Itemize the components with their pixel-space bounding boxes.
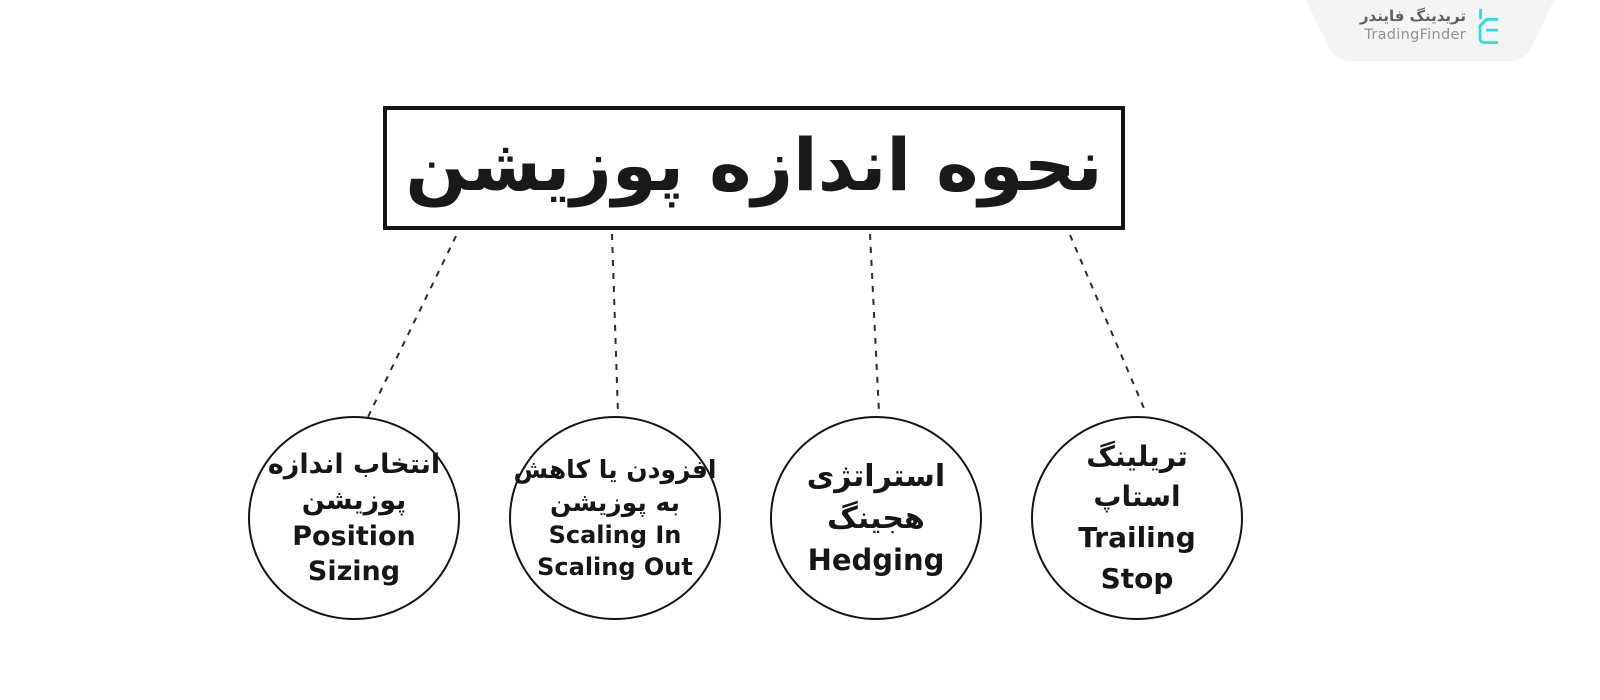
connector-position-sizing [366, 235, 457, 420]
node-label-fa: پوزیشن [301, 485, 407, 516]
tradingfinder-logo: تریدینگ فایندر TradingFinder [1318, 7, 1466, 45]
node-label-fa: استراتژی [806, 459, 946, 494]
node-label-fa: انتخاب اندازه [267, 449, 441, 480]
node-trailing-stop: تریلینگ استاپ Trailing Stop [1031, 416, 1243, 620]
connector-scaling [611, 233, 619, 415]
brand-name-farsi: تریدینگ فایندر [1359, 7, 1466, 25]
node-label-en: Sizing [307, 556, 401, 587]
node-label-en: Scaling In [548, 521, 682, 549]
node-label-en: Trailing [1078, 521, 1196, 554]
brand-badge-shape [1305, 0, 1555, 61]
brand-name-english: TradingFinder [1364, 27, 1466, 43]
node-label-en: Hedging [807, 543, 945, 577]
node-label-fa: تریلینگ [1086, 440, 1188, 473]
page-title: نحوه اندازه پوزیشن [405, 123, 1103, 207]
node-label-en: Position [292, 521, 416, 552]
connector-hedging [869, 233, 880, 413]
node-label-en: Scaling Out [537, 553, 693, 581]
node-label-fa: به پوزیشن [549, 488, 681, 517]
node-label-fa: هجینگ [827, 501, 925, 536]
tradingfinder-logo-icon [1478, 8, 1499, 44]
node-label-en: Stop [1100, 562, 1174, 595]
node-hedging: استراتژی هجینگ Hedging [770, 416, 982, 620]
node-scaling-in-out: افزودن یا کاهش به پوزیشن Scaling In Scal… [509, 416, 721, 620]
title-box: نحوه اندازه پوزیشن [383, 106, 1125, 230]
connector-trailing-stop [1069, 234, 1147, 414]
node-label-fa: افزودن یا کاهش [513, 455, 717, 484]
node-position-sizing: انتخاب اندازه پوزیشن Position Sizing [248, 416, 460, 620]
node-label-fa: استاپ [1093, 480, 1181, 513]
